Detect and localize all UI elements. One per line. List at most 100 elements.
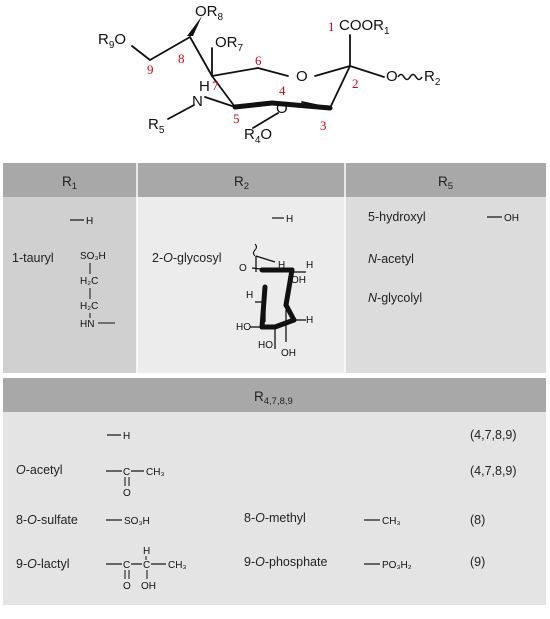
svg-text:O-acetyl: O-acetyl	[16, 463, 63, 477]
r1-h2c-1: H₂C	[80, 276, 98, 287]
row-lactyl-prefix: 9-	[16, 557, 27, 571]
carbon-number-7: 7	[212, 78, 219, 93]
r2-h: H	[286, 214, 293, 225]
r2-cell: H 2-O-glycosyl	[152, 214, 313, 359]
carbon-number-1: 1	[328, 19, 335, 34]
svg-text:R4,7,8,9: R4,7,8,9	[254, 389, 293, 407]
row-acetyl-italic: O	[16, 463, 26, 477]
r5-glycolyl-italic: N	[368, 291, 378, 305]
row-acetyl-c: C	[123, 467, 130, 478]
r4-o-label: O	[260, 126, 272, 143]
r1-h2c-2: H₂C	[80, 301, 98, 312]
carbon-number-8: 8	[178, 51, 185, 66]
header-r2-sub: 2	[244, 181, 249, 192]
row-lactyl-c2: C	[143, 560, 150, 571]
row-acetyl-suffix: -acetyl	[26, 463, 63, 477]
svg-text:8-O-sulfate: 8-O-sulfate	[16, 513, 78, 527]
r1-h: H	[86, 216, 93, 227]
r1-hn: HN	[80, 319, 94, 330]
row-lactyl-o: O	[123, 581, 131, 592]
r1-tauryl-label: 1-tauryl	[12, 251, 54, 265]
row-sulfate-prefix: 8-	[16, 513, 27, 527]
ring-label-h-left: H	[246, 290, 253, 301]
svg-text:N-acetyl: N-acetyl	[368, 252, 414, 266]
carbon-number-9: 9	[147, 62, 154, 77]
row-phosphate-suffix: -phosphate	[265, 555, 328, 569]
row-lactyl-italic: O	[27, 557, 37, 571]
svg-text:OR7: OR7	[215, 34, 244, 54]
r2-sub: 2	[435, 77, 441, 88]
r9-sub: 9	[109, 40, 115, 51]
carbon-number-5: 5	[233, 111, 240, 126]
or7-sub: 7	[238, 43, 244, 54]
row-phosphate-group: PO₃H₂	[382, 560, 412, 571]
row-methyl-positions: (8)	[470, 513, 485, 527]
row-acetyl-o: O	[123, 488, 131, 499]
header-r5-sub: 5	[448, 181, 453, 192]
row-h-group: H	[123, 431, 130, 442]
ring-label-ho-left: HO	[236, 322, 251, 333]
svg-text:R5: R5	[438, 174, 453, 192]
row-phosphate-positions: (9)	[470, 555, 485, 569]
header-r4789-sub: 4,7,8,9	[264, 396, 293, 407]
ring-label-oh-right: OH	[291, 275, 306, 286]
svg-text:R2: R2	[424, 68, 441, 88]
row-lactyl-oh: OH	[141, 581, 156, 592]
row-phosphate-italic: O	[255, 555, 265, 569]
row-lactyl-suffix: -lactyl	[37, 557, 70, 571]
r2-glycosyl-italic: O	[163, 251, 173, 265]
svg-text:R5: R5	[148, 116, 165, 136]
o4-top: O	[276, 100, 288, 117]
or7-label: OR	[215, 34, 238, 51]
ring-label-ho-bottom: HO	[258, 340, 273, 351]
carbon-number-4: 4	[279, 83, 286, 98]
svg-text:2-O-glycosyl: 2-O-glycosyl	[152, 251, 221, 265]
r1-cell: H 1-tauryl SO₃H H₂C H₂C HN	[12, 216, 115, 330]
header-r5: R	[438, 174, 448, 189]
coor-sub: 1	[384, 26, 390, 37]
svg-text:N-glycolyl: N-glycolyl	[368, 291, 422, 305]
or8-sub: 8	[218, 12, 224, 23]
n-label: N	[192, 93, 203, 110]
row-lactyl-ch3: CH₃	[168, 560, 187, 571]
r9-o-label: O	[114, 31, 126, 48]
svg-text:R1: R1	[62, 174, 77, 192]
r5-oh: OH	[504, 213, 519, 224]
r5-hydroxyl-label: 5-hydroxyl	[368, 210, 426, 224]
row-lactyl-c1: C	[123, 560, 130, 571]
row-phosphate-prefix: 9-	[244, 555, 255, 569]
table-r1-r2-r5: R1 R2 R5 H 1-tauryl SO₃H H₂C H₂C HN H 2-…	[3, 163, 546, 373]
ring-label-h-top-right: H	[278, 260, 285, 271]
row-acetyl-ch3: CH₃	[146, 467, 165, 478]
ring-label-oh-bottom: OH	[281, 348, 296, 359]
r2-glycosyl-suffix: -glycosyl	[173, 251, 222, 265]
r2-glycosyl-prefix: 2-	[152, 251, 163, 265]
carbon-number-6: 6	[255, 53, 262, 68]
ring-label-h-lower-right: H	[306, 315, 313, 326]
r4-label: R	[244, 126, 255, 143]
row-methyl-prefix: 8-	[244, 511, 255, 525]
header-r2: R	[234, 174, 244, 189]
row-h-positions: (4,7,8,9)	[470, 428, 517, 442]
svg-text:R4O: R4O	[244, 126, 272, 146]
row-methyl-group: CH₃	[382, 516, 401, 527]
table-r4789: R4,7,8,9 H (4,7,8,9) O-acetyl C CH₃ O (4…	[3, 378, 546, 605]
carbon-number-3: 3	[320, 118, 327, 133]
header-r1-sub: 1	[72, 181, 77, 192]
r5-sub: 5	[159, 125, 165, 136]
coor-label: COOR	[339, 17, 384, 34]
row-sulfate-suffix: -sulfate	[37, 513, 78, 527]
ring-oxygen: O	[296, 68, 308, 85]
r5-label: R	[148, 116, 159, 133]
row-methyl-italic: O	[255, 511, 265, 525]
header-r1: R	[62, 174, 72, 189]
carbon-number-2: 2	[352, 76, 359, 91]
row-acetyl-positions: (4,7,8,9)	[470, 464, 517, 478]
svg-text:8-O-methyl: 8-O-methyl	[244, 511, 306, 525]
glycosyl-pyranose-drawing: H OH H O H HO H HO OH	[236, 243, 313, 359]
r5-glycolyl-suffix: -glycolyl	[377, 291, 422, 305]
r5-cell: 5-hydroxyl OH N-acetyl N-glycolyl	[368, 210, 519, 305]
r1-so3h: SO₃H	[80, 251, 106, 262]
r4-sub: 4	[255, 135, 261, 146]
